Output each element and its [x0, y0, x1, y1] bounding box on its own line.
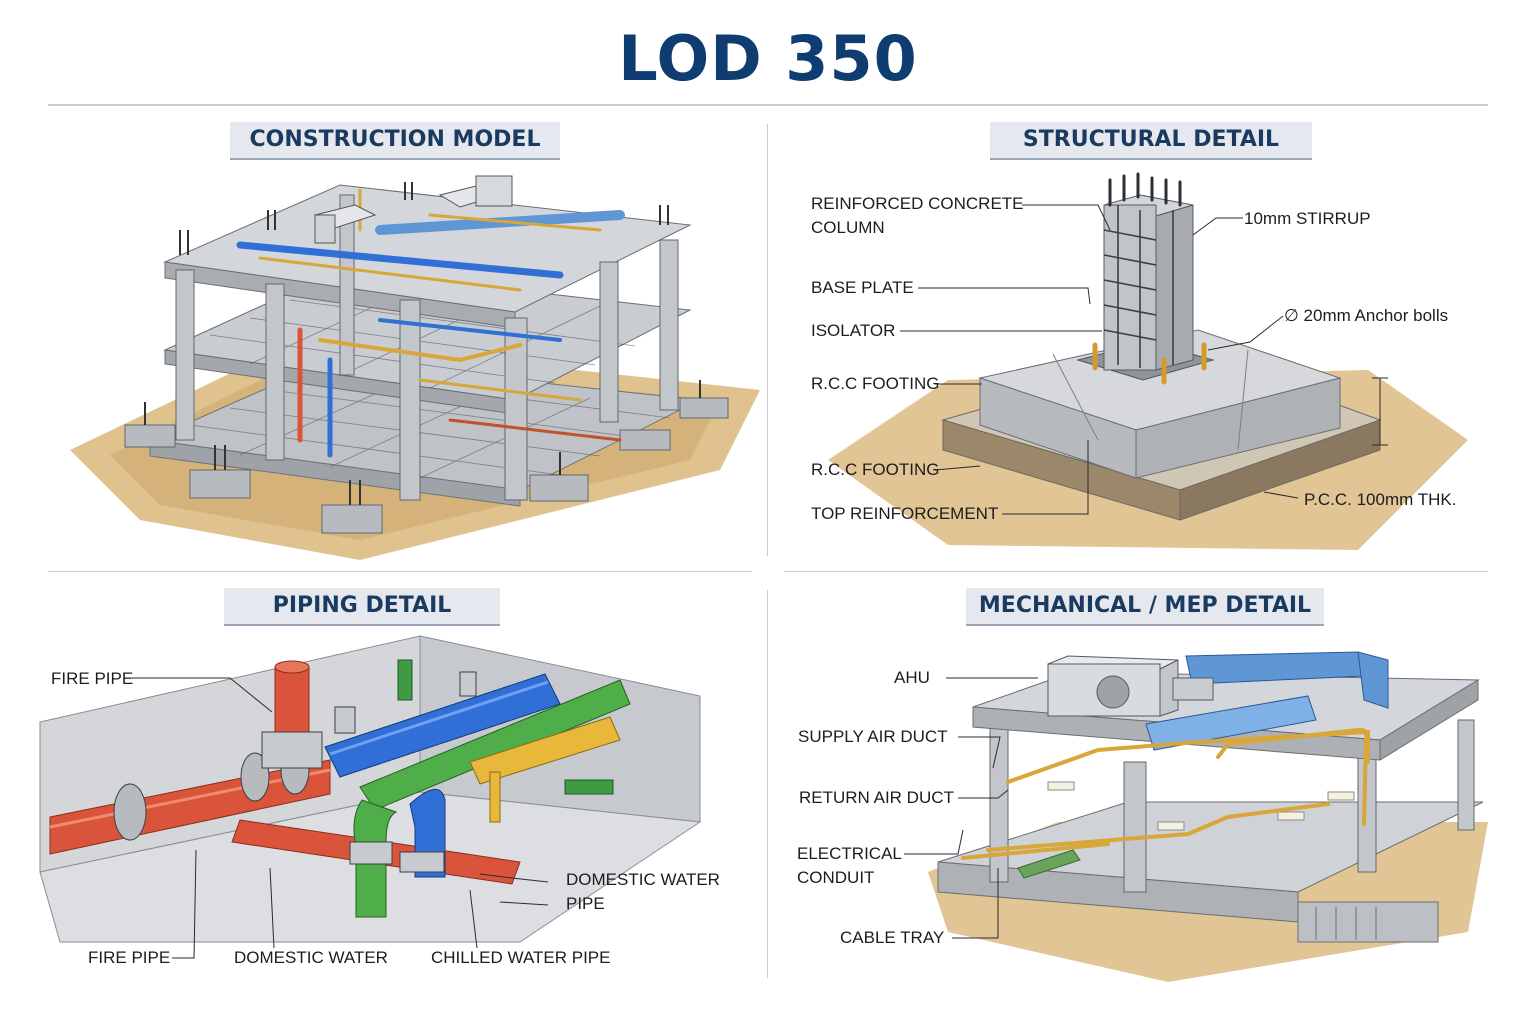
title-divider [48, 104, 1488, 106]
label-isolator: ISOLATOR [811, 321, 896, 340]
label-domestic-water-pipe: DOMESTIC WATER PIPE [566, 870, 720, 913]
vertical-divider-bottom [767, 590, 768, 978]
mep-detail-title: MECHANICAL / MEP DETAIL [966, 588, 1324, 626]
piping-detail-title: PIPING DETAIL [224, 588, 500, 626]
mep-detail-illustration [904, 651, 1488, 982]
mep-detail-panel: MECHANICAL / MEP DETAIL [768, 572, 1536, 1024]
label-10mm-stirrup: 10mm STIRRUP [1244, 209, 1371, 228]
page-title: LOD 350 [618, 22, 918, 95]
label-return-air-duct: RETURN AIR DUCT [799, 788, 954, 807]
label-domestic-water: DOMESTIC WATER [234, 948, 388, 967]
construction-model-illustration [70, 175, 760, 560]
label-electrical-conduit: ELECTRICAL CONDUIT [797, 844, 902, 887]
structural-detail-title: STRUCTURAL DETAIL [990, 122, 1312, 160]
label-top-reinforcement: TOP REINFORCEMENT [811, 504, 999, 523]
horizontal-divider-left [48, 571, 752, 572]
piping-detail-illustration [39, 635, 702, 959]
structural-detail-illustration [828, 172, 1468, 550]
horizontal-divider-right [784, 571, 1488, 572]
construction-model-title: CONSTRUCTION MODEL [230, 122, 560, 160]
label-pcc-100mm: P.C.C. 100mm THK. [1304, 490, 1457, 509]
piping-detail-panel: PIPING DETAIL [0, 572, 768, 1024]
label-ahu: AHU [894, 668, 930, 687]
label-fire-pipe-bottom: FIRE PIPE [88, 948, 171, 967]
structural-detail-panel: STRUCTURAL DETAIL [768, 0, 1536, 572]
vertical-divider-top [767, 124, 768, 556]
label-reinforced-concrete-column: REINFORCED CONCRETE COLUMN [811, 194, 1024, 237]
construction-model-panel: CONSTRUCTION MODEL [0, 0, 768, 572]
label-anchor-bolts: ∅ 20mm Anchor bolls [1284, 306, 1449, 325]
label-supply-air-duct: SUPPLY AIR DUCT [798, 727, 948, 746]
label-rcc-footing-upper: R.C.C FOOTING [811, 374, 940, 393]
label-chilled-water-pipe: CHILLED WATER PIPE [431, 948, 611, 967]
label-base-plate: BASE PLATE [811, 278, 914, 297]
label-rcc-footing-lower: R.C.C FOOTING [811, 460, 940, 479]
label-cable-tray: CABLE TRAY [840, 928, 945, 947]
label-fire-pipe-top: FIRE PIPE [51, 669, 134, 688]
